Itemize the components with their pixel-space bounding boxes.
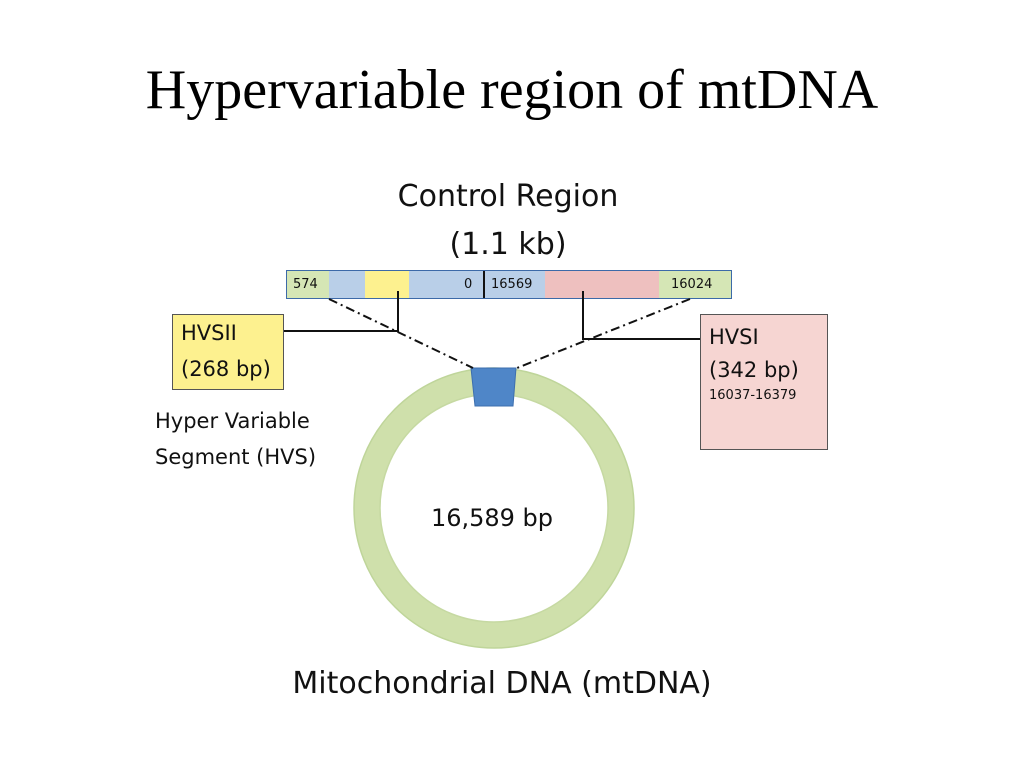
bar-segment-hvsi: [545, 270, 659, 299]
control-region-size: (1.1 kb): [449, 227, 567, 262]
control-region-title: Control Region: [397, 179, 619, 214]
mtdna-control-segment: [470, 367, 517, 407]
hvsi-name: HVSI: [709, 325, 759, 349]
zoom-line-left: [328, 298, 474, 369]
hvsi-connector: [582, 291, 700, 340]
bar-segment-blue-right: [484, 270, 545, 299]
control-region-bar: 574 0 16569 16024: [286, 270, 732, 299]
bar-label-0: 0: [464, 277, 473, 292]
bar-label-574: 574: [293, 277, 318, 292]
bar-segment-hvsii: [365, 270, 409, 299]
bar-segment-green-right: [659, 270, 732, 299]
zoom-line-right: [516, 298, 691, 369]
bar-segment-green-left: [286, 270, 329, 299]
slide-title: Hypervariable region of mtDNA: [145, 59, 879, 121]
hvsi-range: 16037-16379: [709, 388, 797, 403]
hvsi-box: HVSI (342 bp) 16037-16379: [700, 314, 828, 450]
bar-label-16024: 16024: [671, 277, 713, 292]
hvs-label-line1: Hyper Variable: [155, 409, 310, 433]
hvsi-length: (342 bp): [709, 358, 799, 382]
mtdna-label: Mitochondrial DNA (mtDNA): [292, 666, 712, 701]
bar-frame: [286, 270, 732, 299]
hvsii-box: HVSII (268 bp): [172, 314, 284, 390]
hvsii-connector: [284, 291, 399, 332]
bar-segment-blue-left-a: [329, 270, 365, 299]
bar-label-16569: 16569: [491, 277, 533, 292]
mtdna-size: 16,589 bp: [430, 504, 554, 532]
bar-segment-blue-left-b: [409, 270, 484, 299]
hvsii-length: (268 bp): [181, 357, 271, 381]
hvsii-name: HVSII: [181, 321, 237, 345]
hvs-label-line2: Segment (HVS): [155, 445, 317, 469]
bar-origin-divider: [483, 270, 485, 299]
